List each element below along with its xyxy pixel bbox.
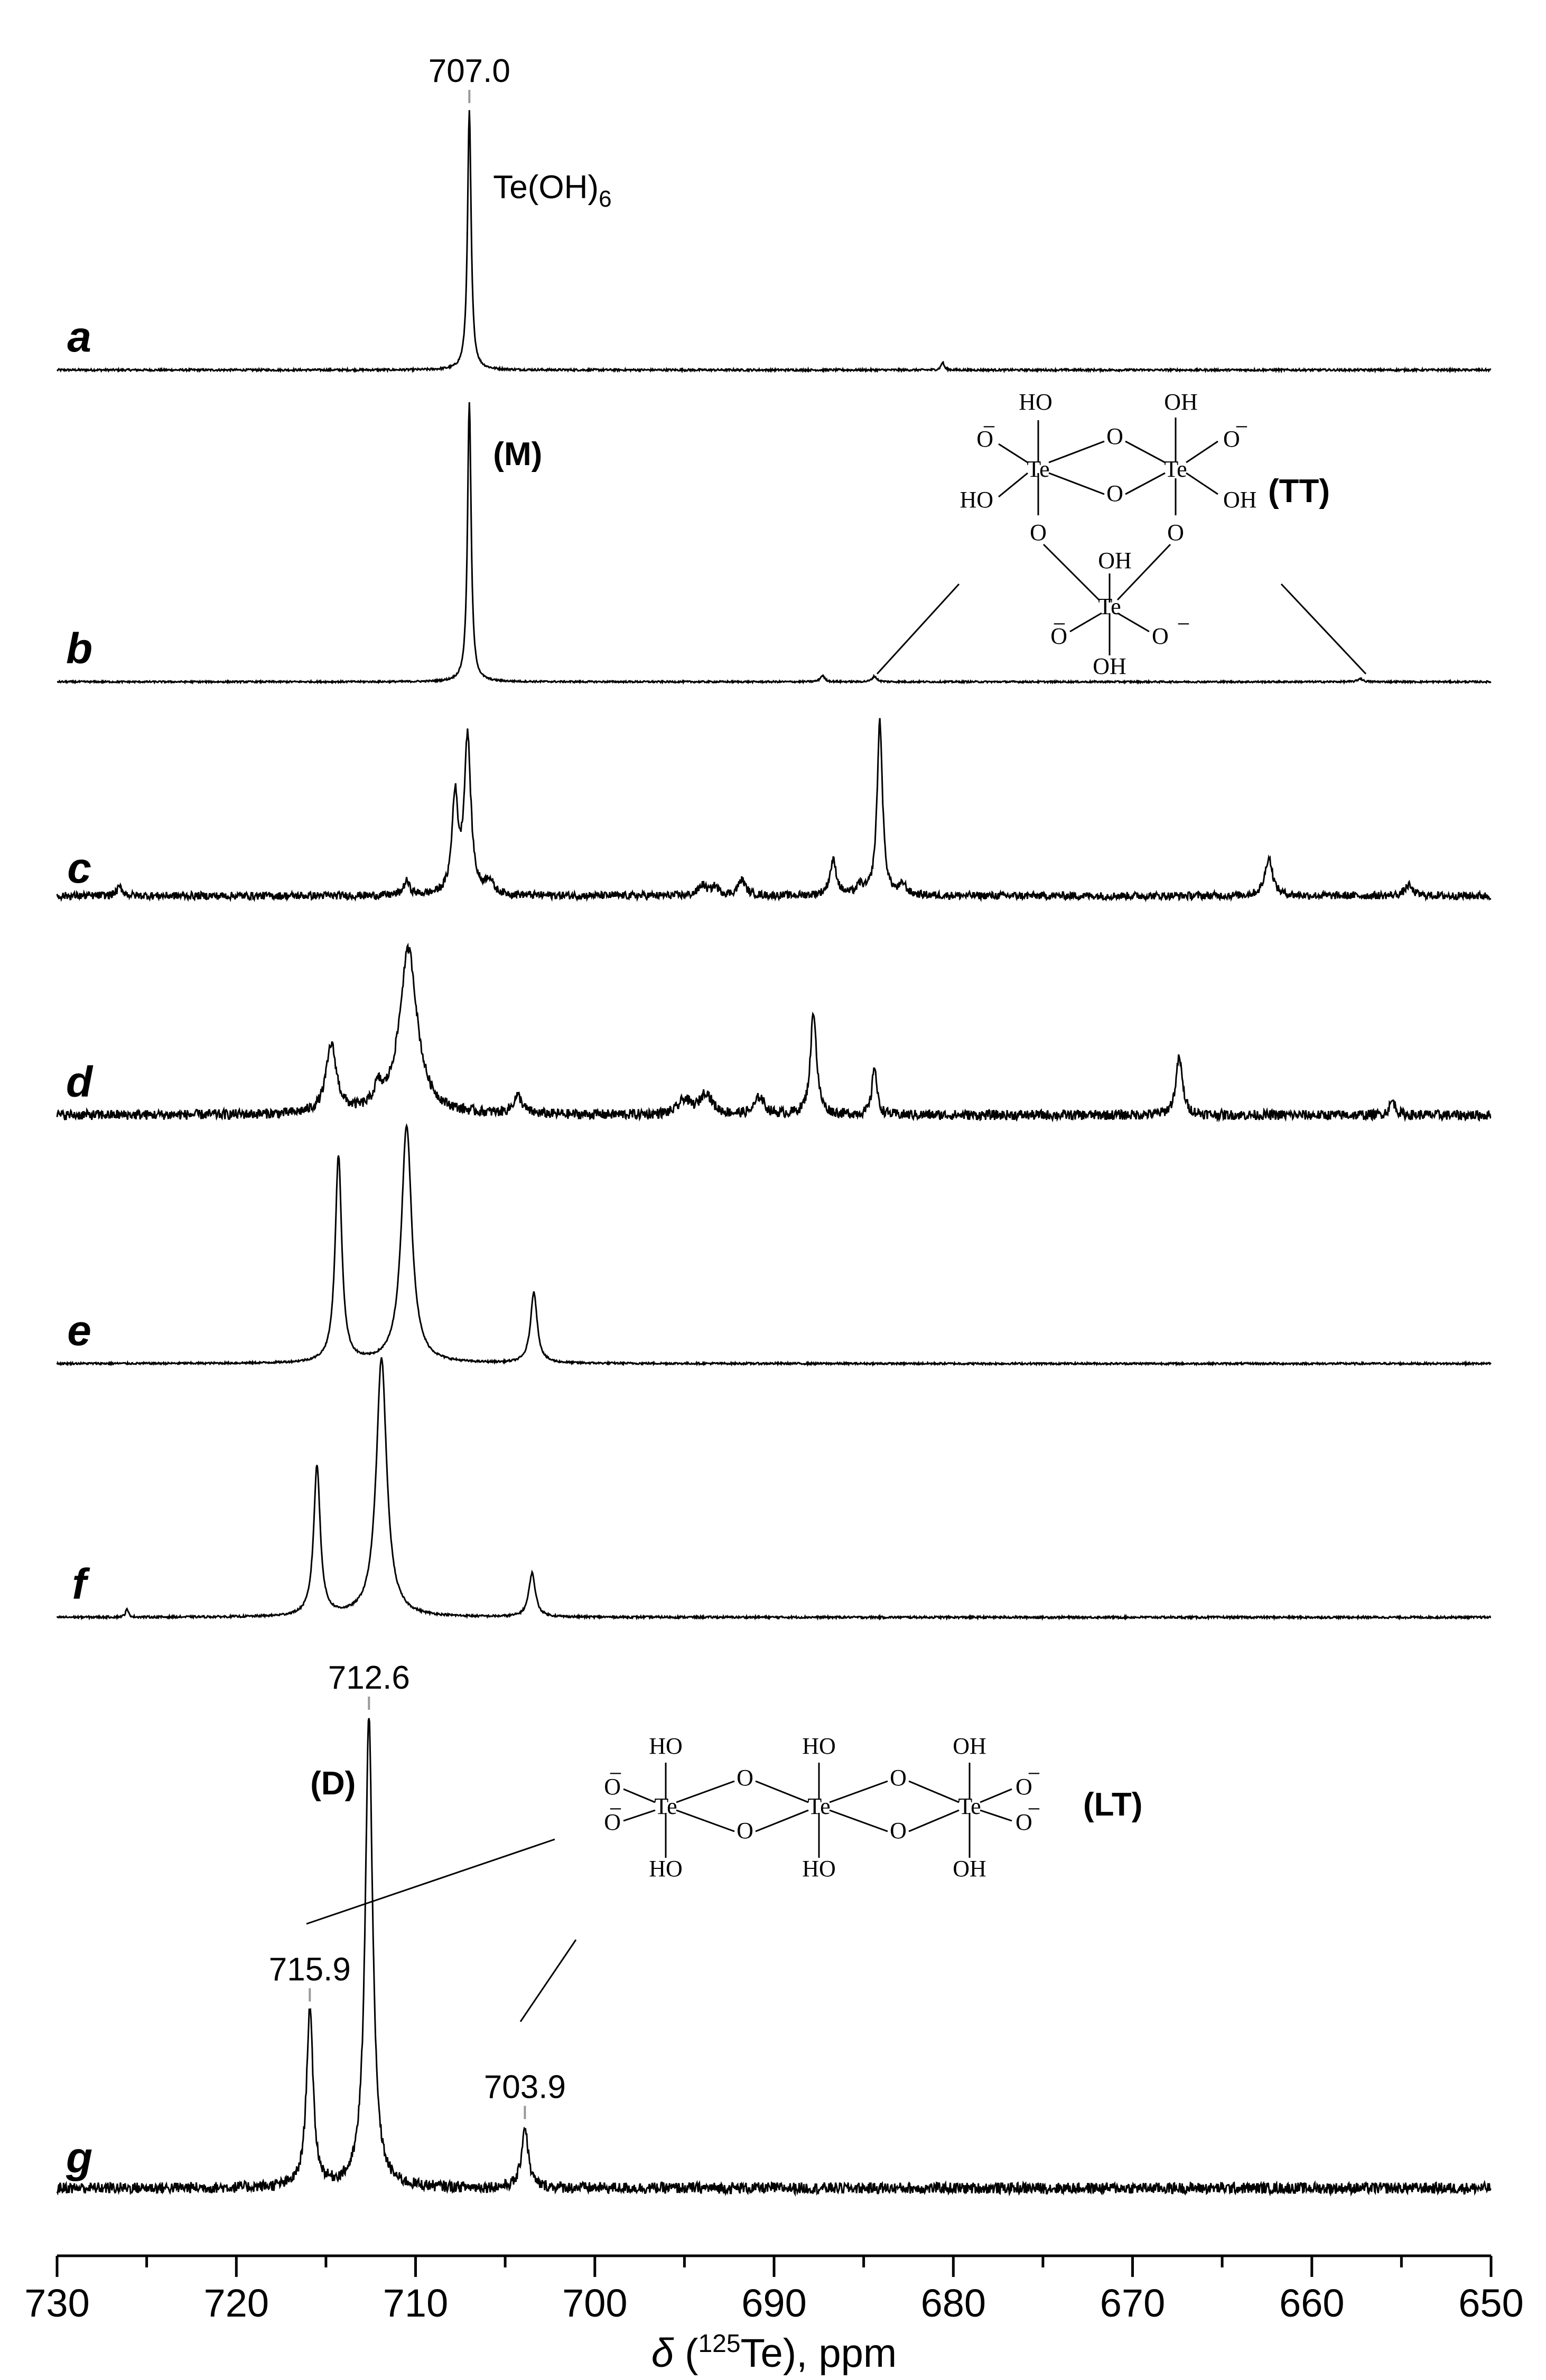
lt-species-label: (LT): [1083, 1786, 1142, 1823]
tt-species-label: (TT): [1268, 473, 1330, 510]
tt-minus-sign-3: −: [1053, 611, 1066, 637]
tt-structure-diagram: [998, 418, 1218, 655]
x-axis-title-pre: (: [674, 2331, 698, 2376]
tt-structure-text: HO O − Te HO O O Te OH O − OH O O OH Te …: [960, 389, 1330, 679]
lt-oh-bottom-3: OH: [953, 1856, 986, 1882]
lt-structure-text: HO O − O − Te HO O O HO Te HO O O OH Te …: [604, 1733, 1142, 1882]
lt-ho-top-1: HO: [649, 1733, 683, 1759]
x-tick-label: 730: [24, 2281, 89, 2325]
lt-ho-bottom-1: HO: [649, 1856, 683, 1882]
lt-o-bridge-1a: O: [737, 1765, 753, 1791]
lt-o-minus-1: O: [604, 1774, 621, 1800]
lt-oh-top-3: OH: [953, 1733, 986, 1759]
trace-label-e: e: [67, 1307, 91, 1355]
tt-o-minus-right: O: [1223, 426, 1240, 452]
x-axis-ticks: 730 720 710 700 690 680 670 660 650: [24, 2256, 1524, 2325]
lt-ho-bottom-2: HO: [802, 1856, 836, 1882]
lt-minus-2: −: [609, 1796, 622, 1822]
lt-minus-1: −: [609, 1761, 622, 1786]
x-tick-label: 670: [1100, 2281, 1165, 2325]
x-tick-label: 700: [562, 2281, 627, 2325]
tt-o-minus-lower-right: O: [1152, 623, 1169, 649]
lt-o-minus-4: O: [1016, 1809, 1032, 1835]
trace-label-f: f: [72, 1560, 90, 1608]
x-axis: 730 720 710 700 690 680 670 660 650 δ (125Te), p…: [24, 2254, 1524, 2376]
trace-label-a: a: [67, 313, 91, 361]
spectrum-trace-d: [56, 942, 1492, 1123]
species-label: (M): [493, 436, 542, 473]
lt-te-1: Te: [654, 1793, 677, 1819]
tt-minus-sign: −: [983, 414, 996, 440]
tt-o-bridge-bottom: O: [1106, 480, 1123, 506]
spectrum-trace-g: [56, 1718, 1492, 2197]
trace-label-c: c: [67, 844, 91, 892]
lt-ho-top-2: HO: [802, 1733, 836, 1759]
peak-value-label: 703.9: [484, 2069, 566, 2105]
lt-minus-4: −: [1028, 1796, 1041, 1822]
tt-o-minus-left: O: [976, 426, 993, 452]
lt-structure-diagram: [623, 1763, 1012, 1858]
x-axis-title-post: Te), ppm: [741, 2331, 897, 2376]
x-axis-title: δ (125Te), ppm: [651, 2330, 897, 2376]
tt-oh-top-right: OH: [1164, 389, 1198, 415]
tt-oh-bottom-right: OH: [1223, 487, 1257, 513]
x-tick-label: 660: [1279, 2281, 1344, 2325]
peak-value-label: 715.9: [269, 1951, 351, 1988]
spectrum-trace-e: [56, 1123, 1492, 1367]
lt-minus-3: −: [1028, 1761, 1041, 1786]
compound-label: Te(OH)6: [493, 169, 611, 212]
tt-o-right-link: O: [1167, 520, 1184, 545]
trace-label-g: g: [66, 2134, 92, 2182]
tt-connector-lines: [876, 583, 1367, 675]
tt-o-minus-lower-left: O: [1050, 623, 1067, 649]
spectrum-traces: [56, 110, 1492, 2197]
spectrum-trace-a: [56, 110, 1492, 374]
tt-minus-sign-4: −: [1177, 611, 1190, 637]
lt-te-3: Te: [958, 1793, 981, 1819]
x-tick-label: 710: [383, 2281, 448, 2325]
lt-o-minus-2: O: [604, 1809, 621, 1835]
lt-o-bridge-1b: O: [737, 1818, 753, 1844]
peak-annotations: 707.0Te(OH)6 (M) 712.6 715.9 703.9 (D): [269, 53, 612, 2119]
x-tick-label: 720: [204, 2281, 269, 2325]
trace-label-b: b: [66, 625, 92, 673]
tt-oh-lower-top: OH: [1098, 548, 1132, 573]
x-axis-title-isotope: 125: [698, 2330, 740, 2358]
peak-value-label: 707.0: [429, 53, 510, 89]
spectrum-trace-b: [57, 402, 1492, 685]
tt-o-bridge-top: O: [1106, 423, 1123, 449]
tt-ho-bottom-left: HO: [960, 487, 993, 513]
lt-o-bridge-2a: O: [890, 1765, 907, 1791]
species-label: (D): [310, 1765, 356, 1802]
tt-minus-sign-2: −: [1235, 414, 1249, 440]
tt-te-right: Te: [1164, 456, 1187, 482]
tt-te-lower: Te: [1098, 594, 1121, 619]
lt-o-minus-3: O: [1016, 1774, 1032, 1800]
peak-value-label: 712.6: [328, 1660, 410, 1696]
tt-oh-lower-bottom: OH: [1093, 653, 1126, 679]
lt-o-bridge-2b: O: [890, 1818, 907, 1844]
lt-connector-lines: [306, 1838, 577, 2022]
tt-te-left: Te: [1027, 456, 1049, 482]
spectrum-trace-f: [56, 1357, 1492, 1621]
trace-letter-labels: a b c d e f g: [66, 313, 94, 2182]
spectrum-trace-c: [56, 718, 1492, 903]
trace-label-d: d: [66, 1058, 94, 1106]
x-tick-label: 690: [741, 2281, 806, 2325]
x-tick-label: 650: [1458, 2281, 1523, 2325]
tt-o-left-link: O: [1030, 520, 1047, 545]
x-tick-label: 680: [921, 2281, 986, 2325]
lt-te-2: Te: [807, 1793, 830, 1819]
tt-ho-top-left: HO: [1019, 389, 1053, 415]
x-axis-title-delta: δ: [651, 2331, 674, 2376]
